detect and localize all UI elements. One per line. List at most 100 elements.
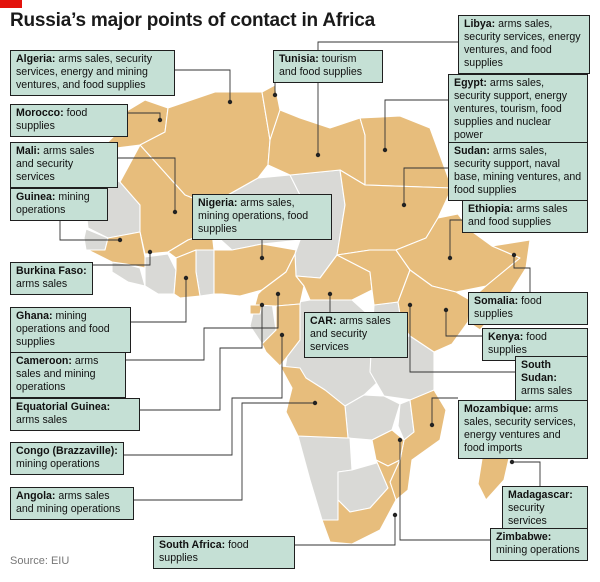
leader-morocco (128, 112, 161, 120)
contact-detail: arms sales and food supplies (468, 203, 568, 228)
country-name: CAR: (310, 315, 337, 327)
leader-madagascar (512, 461, 541, 486)
contact-detail: arms sales, security support, naval base… (454, 145, 582, 196)
contact-detail: arms sales (521, 385, 573, 397)
dot-equatorial-guinea (259, 302, 265, 308)
contact-detail: arms sales (16, 414, 68, 426)
country-name: Algeria: (16, 53, 56, 65)
country-name: Congo (Brazzaville): (16, 445, 118, 457)
label-algeria: Algeria: arms sales, security services, … (10, 50, 175, 96)
country-name: Kenya: (488, 331, 524, 343)
country-name: Ghana: (16, 310, 53, 322)
country-name: Burkina Faso: (16, 265, 87, 277)
dot-zimbabwe (397, 437, 403, 443)
label-kenya: Kenya: food supplies (482, 328, 588, 361)
country-name: Somalia: (474, 295, 519, 307)
zambia (344, 394, 401, 441)
dot-somalia (511, 252, 517, 258)
leader-burkina-faso (93, 252, 151, 266)
country-name: Nigeria: (198, 197, 238, 209)
label-mali: Mali: arms sales and security services (10, 142, 118, 188)
leader-south-sudan (409, 305, 515, 373)
label-cameroon: Cameroon: arms sales and mining operatio… (10, 352, 126, 398)
country-name: Mali: (16, 145, 41, 157)
dot-mali (172, 209, 178, 215)
contact-detail: arms sales and mining operations (16, 355, 99, 393)
equatorial-guinea (249, 304, 263, 315)
dot-nigeria (259, 255, 265, 261)
dot-sudan (401, 202, 407, 208)
country-name: Mozambique: (464, 403, 532, 415)
label-zimbabwe: Zimbabwe: mining operations (490, 528, 588, 561)
contact-detail: arms sales, security services, energy ve… (464, 403, 576, 454)
country-name: Tunisia: (279, 53, 319, 65)
dot-congo (279, 332, 285, 338)
contact-detail: arms sales, security services, energy ve… (464, 18, 581, 69)
label-mozambique: Mozambique: arms sales, security service… (458, 400, 588, 459)
leader-south-africa (295, 515, 396, 546)
leader-mali (118, 157, 176, 212)
country-name: South Sudan: (521, 359, 557, 384)
label-sudan: Sudan: arms sales, security support, nav… (448, 142, 588, 201)
dot-burkina-faso (147, 249, 153, 255)
dot-kenya (443, 307, 449, 313)
dot-mozambique (429, 422, 435, 428)
label-congo: Congo (Brazzaville): mining operations (10, 442, 124, 475)
contact-detail: arms sales, security support, energy ven… (454, 77, 568, 141)
leader-libya (317, 41, 458, 155)
leader-somalia (513, 255, 531, 294)
label-morocco: Morocco: food supplies (10, 104, 128, 137)
label-egypt: Egypt: arms sales, security support, ene… (448, 74, 588, 146)
country-name: Morocco: (16, 107, 64, 119)
south-africa (321, 459, 401, 545)
contact-detail: arms sales and security services (310, 315, 391, 353)
contact-dots (117, 92, 517, 518)
dot-angola (312, 400, 318, 406)
label-libya: Libya: arms sales, security services, en… (458, 15, 590, 74)
source-note: Source: EIU (10, 555, 70, 567)
contact-detail: arms sales (16, 278, 68, 290)
country-name: Guinea: (16, 191, 56, 203)
country-name: Egypt: (454, 77, 487, 89)
country-name: Libya: (464, 18, 496, 30)
country-name: South Africa: (159, 539, 226, 551)
leader-lines (59, 41, 541, 546)
leader-algeria (175, 69, 231, 102)
country-name: Madagascar: (508, 489, 573, 501)
contact-detail: tourism and food supplies (279, 53, 363, 78)
label-car: CAR: arms sales and security services (304, 312, 408, 358)
label-guinea: Guinea: mining operations (10, 188, 108, 221)
contact-detail: food supplies (16, 107, 88, 132)
contact-detail: security services (508, 502, 547, 527)
leader-angola (134, 402, 315, 501)
label-ethiopia: Ethiopia: arms sales and food supplies (462, 200, 588, 233)
label-equatorial-guinea: Equatorial Guinea: arms sales (10, 398, 140, 431)
dot-tunisia (272, 92, 278, 98)
label-south-africa: South Africa: food supplies (153, 536, 295, 569)
dot-libya (315, 152, 321, 158)
dot-cameroon (275, 291, 281, 297)
dot-south-sudan (407, 302, 413, 308)
contact-detail: mining operations (16, 458, 100, 470)
leader-zimbabwe (399, 440, 490, 541)
leader-ethiopia (449, 219, 462, 258)
dot-ghana (183, 275, 189, 281)
label-ghana: Ghana: mining operations and food suppli… (10, 307, 131, 353)
label-somalia: Somalia: food supplies (468, 292, 588, 325)
leader-egypt (384, 99, 448, 150)
algeria (139, 91, 271, 206)
leader-kenya (445, 310, 482, 337)
dot-south-africa (392, 512, 398, 518)
dot-algeria (227, 99, 233, 105)
country-name: Zimbabwe: (496, 531, 552, 543)
guinea-region (87, 231, 146, 269)
contact-detail: food supplies (474, 295, 542, 320)
dot-guinea (117, 237, 123, 243)
country-name: Ethiopia: (468, 203, 514, 215)
ghana (173, 249, 201, 299)
leader-congo (124, 335, 283, 456)
leader-ghana (131, 278, 187, 323)
label-burkina-faso: Burkina Faso: arms sales (10, 262, 93, 295)
contact-detail: food supplies (159, 539, 249, 564)
country-name: Angola: (16, 490, 56, 502)
